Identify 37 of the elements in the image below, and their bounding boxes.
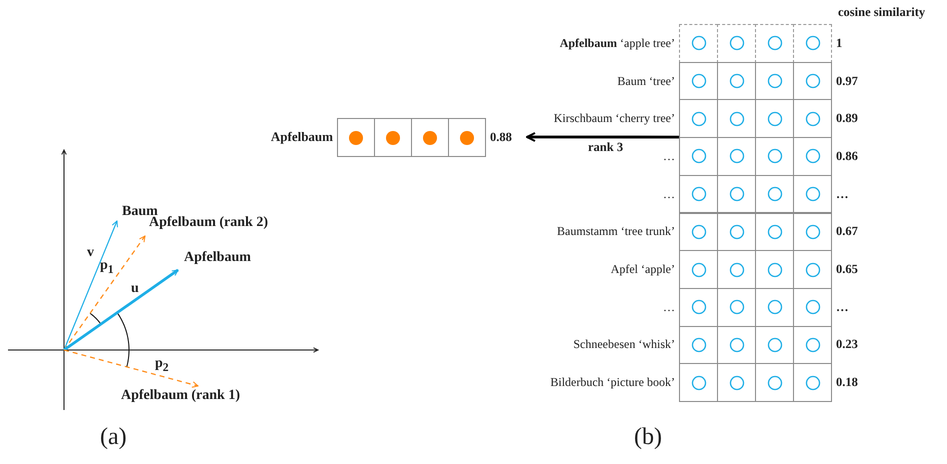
edge-label: v — [87, 245, 94, 261]
similarity-value: 0.97 — [836, 72, 858, 89]
similarity-value: 1 — [836, 34, 842, 51]
word-label: Baumstamm ‘tree trunk’ — [556, 223, 675, 240]
arrow — [526, 132, 679, 142]
word-label: Baum ‘tree’ — [616, 72, 675, 89]
word-label: Kirschbaum ‘cherry tree’ — [552, 110, 675, 126]
edge-label: rank 3 — [588, 139, 624, 155]
arrow — [63, 268, 179, 352]
word-label: Apfelbaum — [270, 129, 333, 145]
arrow — [64, 236, 146, 350]
word-label: Apfel ‘apple’ — [610, 261, 675, 278]
word-label: Schneebesen ‘whisk’ — [572, 336, 675, 352]
similarity-value: … — [836, 298, 848, 315]
word-label: … — [662, 148, 675, 164]
edge-label: p$_{1}$ — [100, 258, 114, 278]
vector-label: Apfelbaum (rank 1) — [116, 386, 282, 410]
word-label: Apfelbaum ‘apple tree’ — [558, 34, 675, 51]
similarity-value: 0.86 — [836, 148, 858, 164]
word-label: … — [662, 186, 675, 202]
similarity-value: 0.65 — [836, 261, 858, 278]
arrow — [64, 220, 118, 350]
word-label: Bilderbuch ‘picture book’ — [549, 374, 675, 390]
similarity-value: 0.67 — [836, 223, 858, 240]
similarity-value: 0.23 — [836, 336, 858, 352]
panel-caption: (a) — [100, 424, 127, 451]
word-label: … — [662, 298, 675, 315]
similarity-value: … — [836, 186, 848, 202]
column-header: cosine similarity — [838, 5, 926, 20]
similarity-value: 0.88 — [490, 129, 512, 145]
arrow — [64, 349, 198, 388]
similarity-value: 0.18 — [836, 374, 858, 390]
edge-label: p$_{2}$ — [155, 356, 169, 376]
vector-label: Apfelbaum — [178, 248, 276, 270]
panel-caption: (b) — [634, 424, 662, 451]
edge-label: u — [131, 281, 139, 297]
similarity-value: 0.89 — [836, 110, 858, 126]
